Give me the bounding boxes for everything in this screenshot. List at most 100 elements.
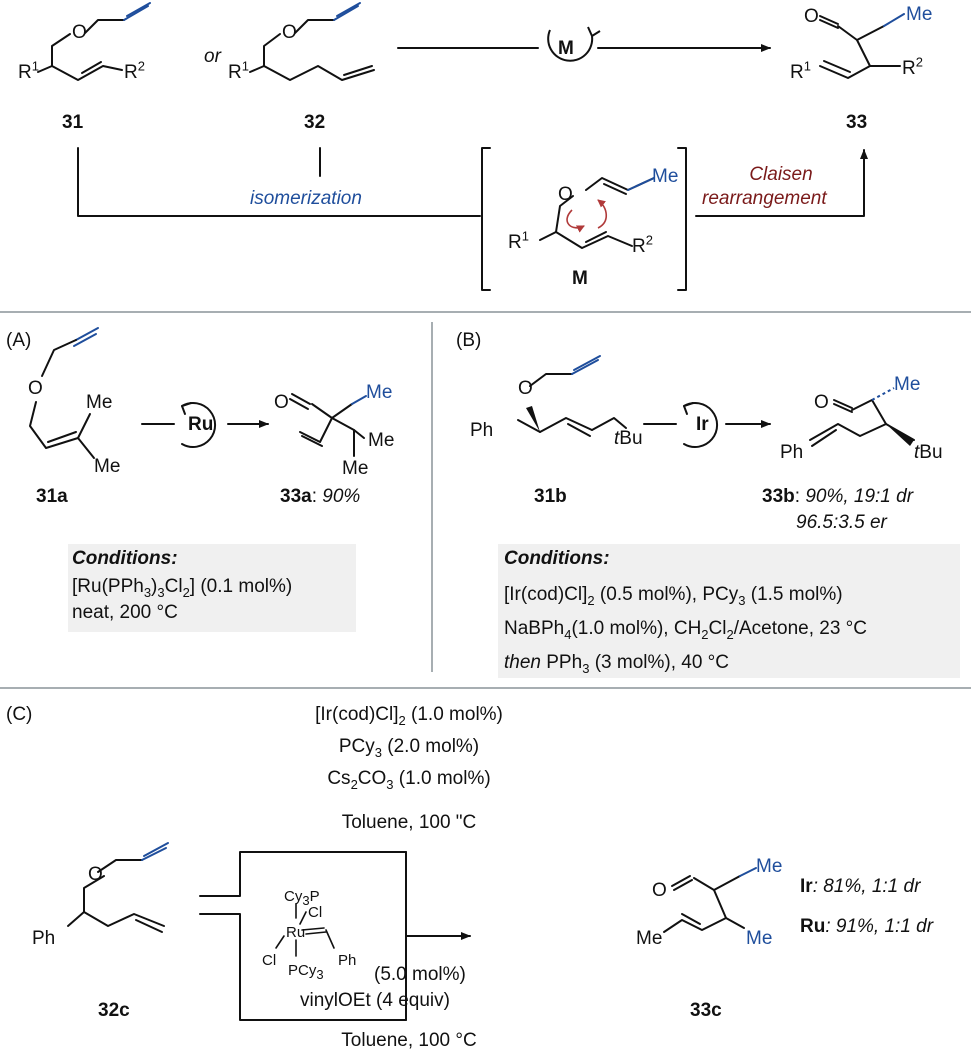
structure-31b — [517, 355, 627, 437]
grubbs-pcy3-bottom: PCy3 — [288, 960, 324, 982]
c: then — [504, 652, 541, 673]
c: 3 — [582, 660, 590, 676]
result-ir: Ir: 81%, 1:1 dr — [800, 876, 920, 898]
conditions-box-b — [498, 544, 960, 678]
r2-sup: 2 — [137, 58, 145, 74]
c: 2 — [182, 584, 190, 600]
c: PCy — [338, 736, 375, 757]
compound-label-32: 32 — [304, 112, 326, 133]
t: t — [914, 442, 920, 463]
me-31a-1: Me — [86, 392, 113, 413]
ru-loading: (5.0 mol%) — [374, 964, 466, 985]
structure-33c — [663, 867, 757, 933]
c: PCy — [288, 962, 317, 979]
c: Cl — [164, 576, 183, 597]
conditions-a-line2: neat, 200 °C — [72, 602, 178, 623]
er-33b: 96.5:3.5 er — [796, 512, 887, 533]
c: ) — [151, 576, 158, 597]
r2-33: R2 — [902, 54, 923, 80]
r1-letter: R — [228, 62, 242, 83]
r1-letter: R — [790, 62, 804, 83]
c: P — [309, 888, 320, 905]
atom-o-31b: O — [518, 378, 533, 399]
conditions-b-line1: [Ir(cod)Cl]2 (0.5 mol%), PCy3 (1.5 mol%) — [504, 584, 843, 608]
r1-letter: R — [18, 62, 32, 83]
atom-o-31a: O — [28, 378, 43, 399]
r1-sup: 1 — [803, 58, 811, 74]
compound-label-33a: 33a: 90% — [280, 486, 361, 507]
c: Cl — [708, 618, 727, 639]
grubbs-pcy3-top: Cy3P — [284, 886, 320, 908]
c: Ir — [800, 876, 813, 897]
structure-32 — [249, 2, 375, 81]
conditions-b-line3: then PPh3 (3 mol%), 40 °C — [504, 652, 729, 676]
grubbs-cl-1: Cl — [308, 904, 323, 921]
c: 2 — [350, 776, 358, 792]
c: 3 — [374, 744, 382, 760]
conditions-a-line1: [Ru(PPh3)3Cl2] (0.1 mol%) — [72, 576, 293, 600]
panel-b-tag: (B) — [456, 330, 482, 351]
c: (0.5 mol%), PCy — [594, 584, 739, 605]
yield-33b: 90%, 19:1 dr — [805, 486, 914, 507]
c: Cy — [284, 888, 303, 905]
r2-sup: 2 — [915, 54, 923, 70]
c: [Ru(PPh — [72, 576, 144, 597]
grubbs-ph: Ph — [338, 952, 357, 969]
r1-sup: 1 — [31, 58, 39, 74]
structure-grubbs-catalyst — [275, 903, 335, 957]
ir-conditions-line1: [Ir(cod)Cl]2 (1.0 mol%) — [234, 704, 584, 728]
compound-label-31: 31 — [62, 112, 84, 133]
c: (3 mol%), 40 °C — [589, 652, 729, 673]
ph-33b: Ph — [780, 442, 804, 463]
catalyst-ru-label: Ru — [188, 414, 214, 435]
r1-letter: R — [508, 232, 522, 253]
compound-label-31b: 31b — [534, 486, 567, 507]
r2-letter: R — [632, 236, 646, 257]
me-m: Me — [652, 166, 679, 187]
c: : 81%, 1:1 dr — [812, 876, 921, 897]
structure-33a — [289, 393, 367, 457]
c: 2 — [587, 592, 595, 608]
tbu-33b: tBu — [914, 442, 943, 464]
ir-solvent: Toluene, 100 "C — [341, 812, 477, 833]
c: Ru — [800, 916, 826, 937]
result-ru: Ru: 91%, 1:1 dr — [800, 916, 933, 938]
compound-label-32c: 32c — [98, 1000, 130, 1021]
c: CO — [357, 768, 387, 789]
compound-label-33: 33 — [846, 112, 868, 133]
conditions-box-a — [68, 544, 356, 632]
me-33b: Me — [894, 374, 921, 395]
c: (1.0 mol%) — [393, 768, 491, 789]
claisen-label: Claisen — [749, 164, 813, 185]
c: 2 — [726, 626, 734, 642]
r1-33: R1 — [790, 58, 811, 84]
me-33a-blue: Me — [366, 382, 393, 403]
t: t — [614, 428, 620, 449]
r1-31: R1 — [18, 58, 39, 84]
c: [Ir(cod)Cl] — [504, 584, 588, 605]
c: ] (0.1 mol%) — [189, 576, 293, 597]
me-33c-3: Me — [636, 928, 663, 949]
structure-intermediate-M — [539, 177, 655, 249]
atom-o-33a: O — [274, 392, 289, 413]
r1-sup: 1 — [521, 228, 529, 244]
c: 2 — [701, 626, 709, 642]
c: 2 — [398, 712, 406, 728]
conditions-title-b: Conditions: — [504, 548, 610, 569]
me-33c-blue-2: Me — [746, 928, 773, 949]
c: : 91%, 1:1 dr — [825, 916, 934, 937]
ir-conditions-line2: PCy3 (2.0 mol%) — [234, 736, 584, 760]
atom-o-33c: O — [652, 880, 667, 901]
c: /Acetone, 23 °C — [733, 618, 868, 639]
c: 3 — [316, 967, 324, 982]
r1-sup: 1 — [241, 58, 249, 74]
ru-solvent: Toluene, 100 °C — [341, 1030, 477, 1051]
bu: Bu — [619, 428, 643, 449]
compound-label-33c: 33c — [690, 1000, 722, 1021]
atom-o-32: O — [282, 22, 297, 43]
catalyst-m-label: M — [558, 38, 574, 59]
ru-additive: vinylOEt (4 equiv) — [300, 990, 450, 1011]
bu: Bu — [919, 442, 943, 463]
rearrangement-label: rearrangement — [702, 188, 827, 209]
